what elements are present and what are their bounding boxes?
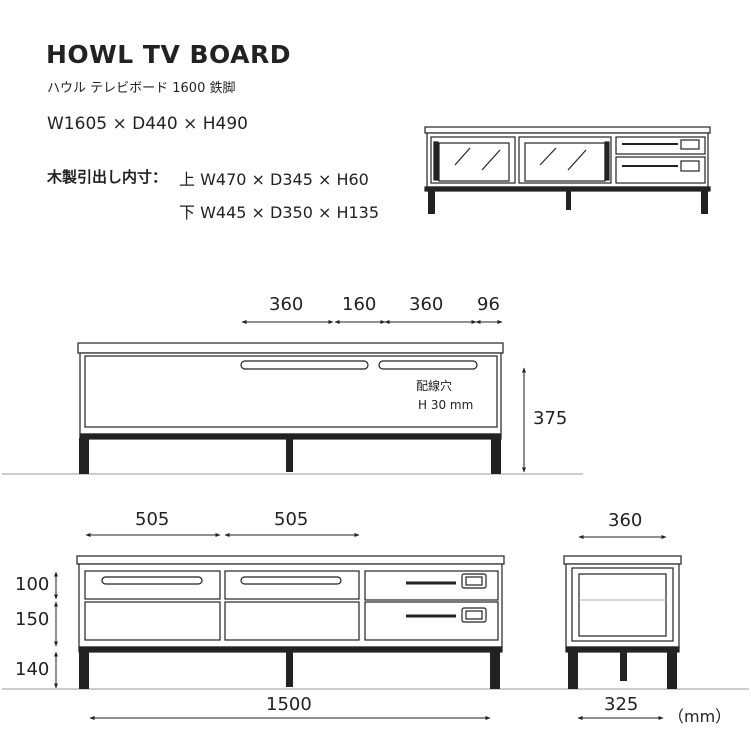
wiring-hole-label: 配線穴 bbox=[416, 379, 453, 393]
inner-dimensions-upper: 上 W470 × D345 × H60 bbox=[179, 170, 369, 189]
front-width-dim: 1500 bbox=[266, 694, 312, 715]
back-dim-1: 360 bbox=[269, 294, 304, 315]
front-dim-right: 505 bbox=[274, 509, 309, 530]
side-view-dimension-lines bbox=[577, 535, 667, 720]
product-title: HOWL TV BOARD bbox=[46, 40, 291, 69]
product-subtitle: ハウル テレビボード 1600 鉄脚 bbox=[47, 81, 236, 96]
back-view bbox=[2, 342, 583, 475]
thumbnail-view bbox=[424, 126, 711, 214]
front-dim-leg: 140 bbox=[15, 659, 50, 680]
overall-dimensions: W1605 × D440 × H490 bbox=[47, 114, 248, 134]
wiring-hole-size: H 30 mm bbox=[418, 398, 474, 412]
unit-label: （mm） bbox=[668, 707, 732, 726]
inner-dimensions-lower: 下 W445 × D350 × H135 bbox=[179, 203, 380, 222]
inner-dimensions-label: 木製引出し内寸： bbox=[47, 168, 168, 186]
back-height-dim: 375 bbox=[533, 408, 568, 429]
back-dim-4: 96 bbox=[477, 294, 500, 315]
side-dim-bottom: 325 bbox=[604, 694, 639, 715]
back-view-dimension-lines bbox=[241, 320, 526, 473]
back-dim-3: 360 bbox=[409, 294, 444, 315]
side-view bbox=[563, 555, 682, 689]
side-dim-top: 360 bbox=[608, 510, 643, 531]
front-dim-upper-drawer: 100 bbox=[15, 574, 50, 595]
front-view bbox=[2, 555, 749, 690]
front-dim-left: 505 bbox=[135, 509, 170, 530]
front-view-dimension-lines bbox=[54, 533, 491, 720]
back-dim-2: 160 bbox=[342, 294, 377, 315]
front-dim-lower-drawer: 150 bbox=[15, 609, 50, 630]
